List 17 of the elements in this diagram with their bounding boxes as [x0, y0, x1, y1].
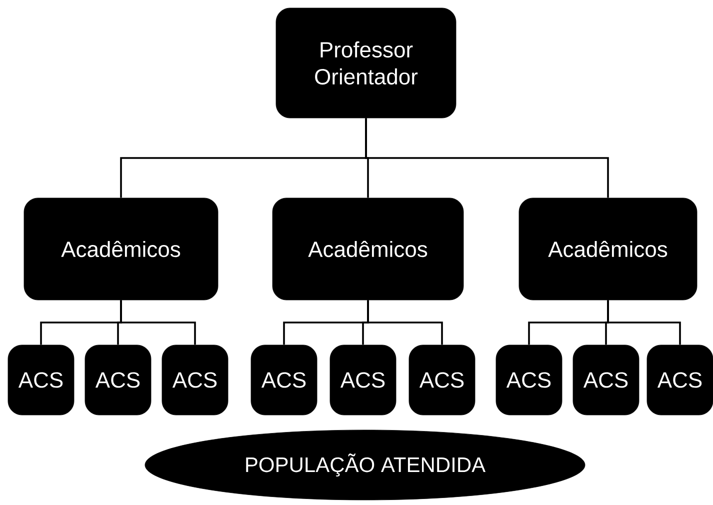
connector — [367, 300, 443, 345]
rounded-box: ACS — [408, 344, 476, 416]
rounded-box: Acadêmicos — [24, 198, 218, 300]
rounded-box: ACS — [330, 344, 396, 416]
connector — [120, 300, 196, 345]
rounded-box: Professor Orientador — [276, 8, 456, 118]
connector — [365, 118, 609, 198]
rounded-box: ACS — [646, 344, 713, 416]
rounded-box: Acadêmicos — [518, 198, 698, 300]
rounded-box: ACS — [496, 344, 562, 416]
rounded-box: ACS — [250, 344, 318, 416]
rounded-box: ACS — [8, 344, 74, 416]
rounded-box: Acadêmicos — [272, 198, 464, 300]
connector — [607, 300, 681, 345]
rounded-box: ACS — [162, 344, 228, 416]
rounded-box: ACS — [572, 344, 640, 416]
rounded-box: ACS — [84, 344, 152, 416]
